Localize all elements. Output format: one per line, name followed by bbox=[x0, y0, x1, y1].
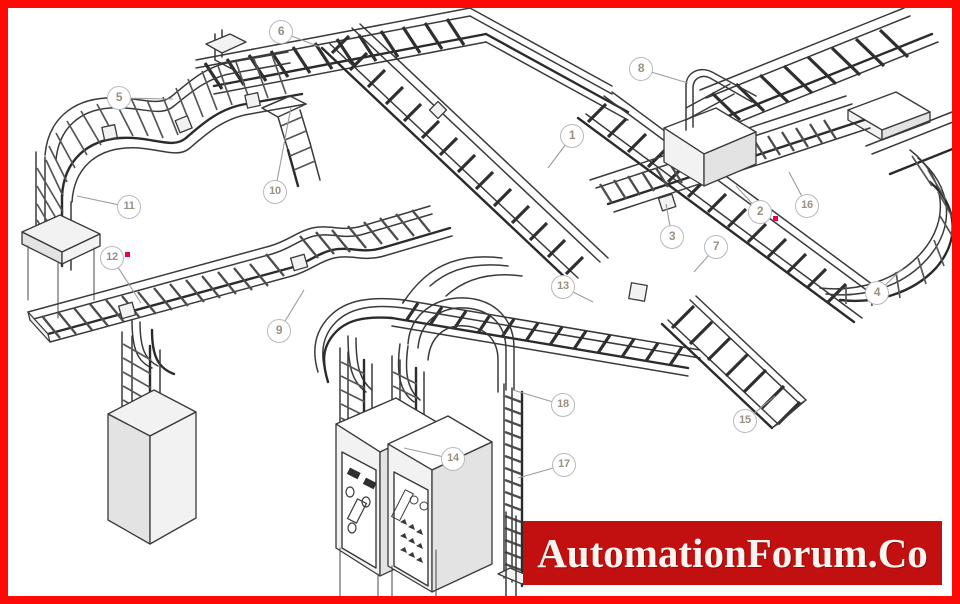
callout-14[interactable]: 14 bbox=[441, 447, 465, 471]
vertical-riser-mid-left bbox=[107, 319, 197, 545]
vertical-riser-left bbox=[21, 151, 101, 319]
callout-5[interactable]: 5 bbox=[107, 86, 131, 110]
horizontal-tee-center bbox=[314, 256, 523, 384]
support-pedestal-right bbox=[663, 68, 757, 187]
tray-reducer-middle bbox=[205, 29, 321, 188]
control-panel-enclosure bbox=[335, 397, 493, 604]
callout-16[interactable]: 16 bbox=[795, 194, 819, 218]
callout-8[interactable]: 8 bbox=[629, 57, 653, 81]
callout-17[interactable]: 17 bbox=[552, 453, 576, 477]
ladder-tray-bottom-right-branch bbox=[660, 295, 807, 430]
callout-6[interactable]: 6 bbox=[269, 20, 293, 44]
ladder-tray-bottom-center bbox=[390, 282, 701, 377]
ladder-tray-upper-right bbox=[699, 7, 960, 176]
callout-10[interactable]: 10 bbox=[263, 180, 287, 204]
watermark-text: AutomationForum.Co bbox=[537, 530, 928, 576]
callout-15[interactable]: 15 bbox=[733, 409, 757, 433]
callout-marker-12 bbox=[125, 252, 130, 257]
callout-2[interactable]: 2 bbox=[748, 200, 772, 224]
ladder-tray-main-diagonal bbox=[320, 23, 609, 284]
callout-4[interactable]: 4 bbox=[865, 281, 889, 305]
tray-arch-bend bbox=[407, 297, 515, 393]
callout-12[interactable]: 12 bbox=[100, 246, 124, 270]
callout-marker-2 bbox=[773, 216, 778, 221]
callout-1[interactable]: 1 bbox=[560, 124, 584, 148]
callout-3[interactable]: 3 bbox=[660, 225, 684, 249]
ladder-tray-left-sbend bbox=[44, 51, 307, 203]
ladder-tray-top-run bbox=[195, 7, 630, 121]
ladder-segment-behind-banner bbox=[505, 511, 517, 604]
perforated-tray-left-run bbox=[27, 205, 453, 343]
callout-11[interactable]: 11 bbox=[117, 195, 141, 219]
watermark-banner: AutomationForum.Co bbox=[523, 521, 942, 585]
callout-leader-lines bbox=[76, 31, 904, 479]
callout-9[interactable]: 9 bbox=[267, 319, 291, 343]
callout-13[interactable]: 13 bbox=[551, 275, 575, 299]
callout-7[interactable]: 7 bbox=[704, 235, 728, 259]
callout-18[interactable]: 18 bbox=[551, 393, 575, 417]
